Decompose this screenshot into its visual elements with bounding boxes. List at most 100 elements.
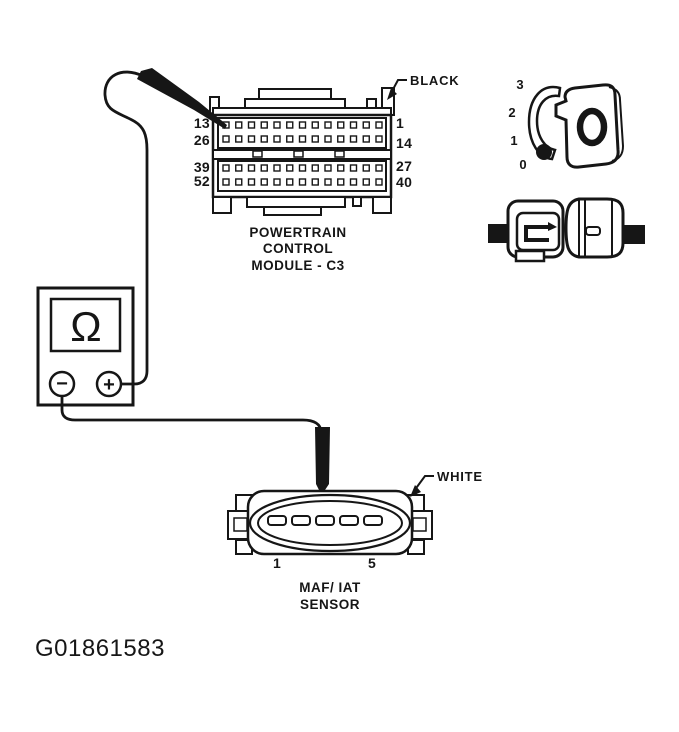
pcm-pin: [337, 178, 345, 186]
pcm-pin: [273, 121, 281, 129]
ignition-position-0: 0: [519, 157, 526, 172]
pcm-pin-label-1: 1: [396, 115, 404, 131]
pcm-pin: [260, 135, 268, 143]
pcm-pin: [349, 121, 358, 129]
pcm-pin: [349, 178, 358, 186]
pcm-test-probe: [137, 68, 227, 129]
pcm-pin: [337, 121, 345, 129]
pcm-base-step2: [263, 206, 322, 216]
pcm-pin: [375, 121, 383, 129]
maf-right-latch-slot: [412, 517, 427, 532]
ignition-key-edge-3d: [608, 86, 625, 162]
pcm-pin: [260, 164, 268, 172]
black-label: BLACK: [410, 73, 460, 88]
negative-lead-wire: [60, 395, 323, 433]
right-wire-stub: [623, 225, 645, 244]
pcm-pin: [375, 164, 383, 172]
pcm-pin-label-52: 52: [194, 173, 210, 189]
pcm-pin: [260, 121, 268, 129]
pcm-pin: [286, 178, 294, 186]
male-terminal-cavity: [515, 211, 561, 252]
pcm-pin: [298, 121, 307, 129]
black-callout: BLACK: [387, 73, 460, 100]
pcm-divider-tick: [252, 150, 263, 158]
maf-pin-5-label: 5: [368, 555, 376, 571]
pcm-caption-line2: CONTROL: [263, 241, 333, 256]
white-leader-line: [413, 475, 434, 492]
ignition-pointer-dot: [536, 144, 552, 160]
ignition-position-1: 1: [510, 133, 517, 148]
pcm-pin: [273, 164, 281, 172]
pcm-pin: [311, 135, 319, 143]
pcm-pin: [235, 164, 243, 172]
pcm-pin: [375, 135, 383, 143]
test-leads: [60, 68, 330, 517]
pcm-pin: [375, 178, 383, 186]
pcm-pin: [235, 178, 243, 186]
pcm-pin: [324, 164, 332, 172]
pcm-pin: [324, 135, 332, 143]
white-callout: WHITE: [410, 469, 483, 497]
maf-test-probe: [315, 427, 330, 517]
pcm-pin: [337, 164, 345, 172]
pcm-pin: [362, 135, 370, 143]
inline-connector-pair: [488, 197, 645, 263]
pcm-pin: [235, 135, 243, 143]
maf-pin-slot: [267, 515, 287, 526]
female-connector-slot: [585, 226, 601, 236]
pcm-pin-label-40: 40: [396, 174, 412, 190]
white-arrowhead-icon: [410, 485, 421, 497]
pcm-pin: [349, 164, 358, 172]
maf-left-latch-slot: [233, 517, 248, 532]
pcm-foot-notch: [352, 196, 362, 207]
positive-terminal: [95, 370, 123, 398]
male-connector-foot: [514, 249, 546, 263]
maf-caption-line1: MAF/ IAT: [299, 580, 361, 595]
pcm-pin: [311, 178, 319, 186]
pcm-pin: [362, 121, 370, 129]
pcm-pin: [324, 178, 332, 186]
pcm-pin: [260, 178, 268, 186]
black-arrowhead-icon: [387, 88, 397, 100]
pcm-pin: [298, 178, 307, 186]
pcm-pin: [222, 178, 230, 186]
pcm-connector: 13 26 39 52 1 14 27 40 POWERTRAIN CONTRO…: [194, 87, 412, 273]
pcm-base-step1: [246, 196, 346, 208]
pcm-divider-tick: [334, 150, 345, 158]
pcm-pin: [286, 121, 294, 129]
ignition-position-3: 3: [516, 77, 523, 92]
pcm-pin: [311, 164, 319, 172]
pcm-pin-label-14: 14: [396, 135, 412, 151]
positive-lead-wire: [103, 70, 149, 386]
pcm-pin: [286, 164, 294, 172]
white-label: WHITE: [437, 469, 483, 484]
pcm-pin: [235, 121, 243, 129]
pcm-pin: [298, 164, 307, 172]
female-connector-ridges: [578, 200, 613, 256]
maf-slot-row: [267, 515, 383, 526]
pcm-pin: [311, 121, 319, 129]
pcm-caption-line3: MODULE - C3: [251, 258, 344, 273]
ignition-position-2: 2: [508, 105, 515, 120]
pcm-pin: [273, 135, 281, 143]
left-wire-stub: [488, 224, 510, 243]
pcm-caption-line1: POWERTRAIN: [249, 225, 346, 240]
pcm-pin: [273, 178, 281, 186]
maf-pin-slot: [291, 515, 311, 526]
pcm-pin-grid: [222, 121, 383, 186]
pcm-pin-label-26: 26: [194, 132, 210, 148]
pcm-pin-label-27: 27: [396, 158, 412, 174]
pcm-pin: [337, 135, 345, 143]
ignition-switch-dial: 3 2 1 0: [508, 77, 625, 172]
pcm-pin: [222, 164, 230, 172]
pcm-pin: [247, 135, 256, 143]
maf-pin-1-label: 1: [273, 555, 281, 571]
male-terminal-tip: [548, 222, 557, 231]
ohmmeter: Ω − +: [36, 286, 135, 407]
pcm-pin: [247, 164, 256, 172]
pcm-pin: [349, 135, 358, 143]
maf-sensor-connector: 1 5 MAF/ IAT SENSOR: [227, 489, 433, 612]
male-terminal-fork: [524, 225, 549, 242]
maf-pin-slot: [363, 515, 383, 526]
